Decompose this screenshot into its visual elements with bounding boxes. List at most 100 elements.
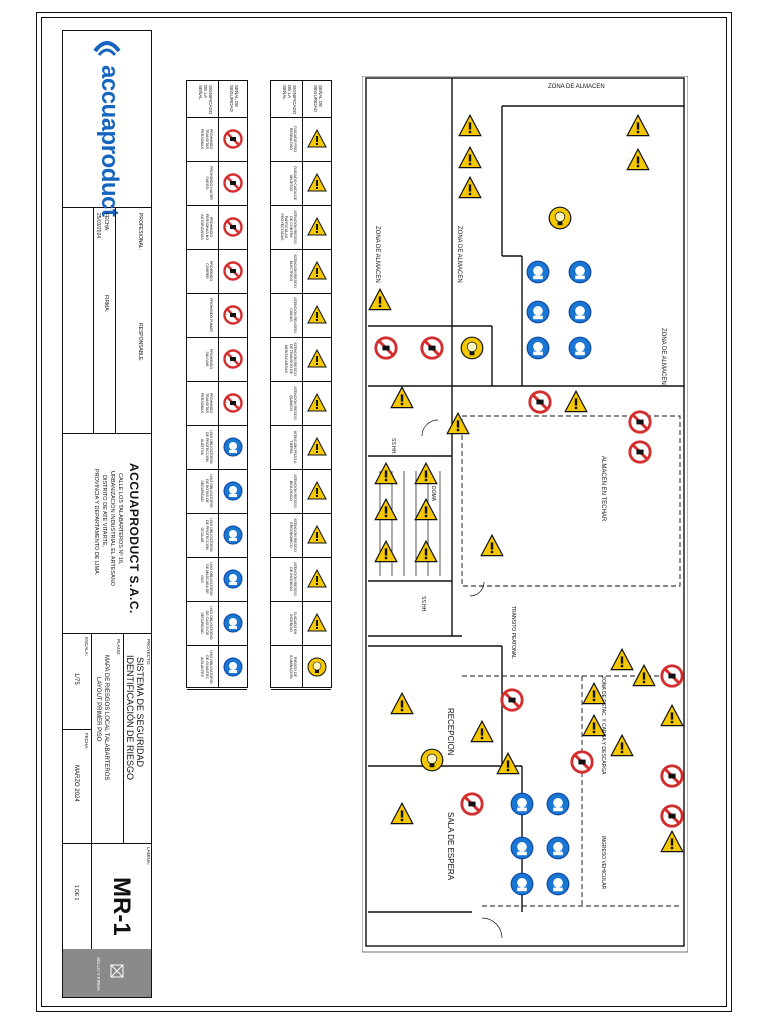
legend-row: ATENCION RIESGO BIOLOGICO: [271, 469, 331, 514]
legend-row-label: PROHIBIDO TRANSITAR PERSONAS: [200, 392, 213, 414]
legend-row: ATENCION RIESGO DE TRANSITO DE MONTACARG…: [271, 337, 331, 382]
warning-sign-icon: [414, 540, 438, 563]
warning-sign-icon: [458, 176, 482, 199]
legend-row: ATENCION RIESGO DE INCENDIO: [271, 557, 331, 602]
legend-row-label: PROHIBIDO CORRER: [204, 260, 213, 282]
mandatory-sign-icon: [510, 872, 534, 896]
warning-sign-icon: [660, 830, 684, 853]
field-responsible: RESPONSABLE:: [137, 323, 143, 362]
legend-row-label: ATENCION RIESGO DE INCENDIO: [288, 562, 297, 596]
legend-row-label: ATENCION RIESGO ELECTRICO: [288, 254, 297, 288]
warning-sign-icon: [307, 304, 327, 325]
legend-row: PROHIBIDO FUMAR: [187, 293, 247, 338]
plan-label-reception: RECEPCION: [446, 708, 455, 756]
legend-row: CUIDADO CAIDA DE OBJETOS: [271, 161, 331, 206]
plan-label-zone-mid: ZONA DE ALMACEN: [456, 226, 462, 283]
prohibition-sign-icon: [223, 393, 243, 413]
legend-header-sign: SEÑAL DE SEGURIDAD: [313, 85, 323, 112]
warning-sign-icon: [414, 462, 438, 485]
company-name: ACCUAPRODUCT S.A.C.: [127, 463, 141, 614]
legend-row-label: USO OBLIGATORIO DE BOTAS DE SEGURIDAD: [200, 474, 213, 508]
legend-header: SEÑAL DE SEGURIDAD SIGNIFICADO DE LA SEÑA…: [187, 81, 247, 118]
plan-label-parking: ZONA DE ESTAC. Y CARGA Y DESCARGA: [600, 676, 606, 775]
date-issue: MARZO 2024: [73, 765, 79, 802]
legend-row-label: ATENCION RIESGO QUIMICO: [288, 386, 297, 420]
warning-sign-icon: [610, 648, 634, 671]
field-date: FECHA:: [103, 213, 109, 232]
title-block: accuaproduct PROFESIONAL: FECHA: 25/03/2…: [62, 30, 152, 998]
prohibition-sign-icon: [660, 804, 684, 828]
info-sign-icon: [420, 748, 444, 772]
warning-sign-icon: [307, 128, 327, 149]
warning-sign-icon: [610, 734, 634, 757]
legend-row: USO OBLIGATORIO DE PROTECCION OCULAR: [187, 513, 247, 558]
legend-row: ATENCION RIESGO ELECTRICO: [271, 249, 331, 294]
warning-sign-icon: [307, 172, 327, 193]
warning-sign-icon: [632, 664, 656, 687]
legend-row-label: USO OBLIGATORIO DE MASCARA DE GAS: [200, 562, 213, 596]
plan-label-sshh-2: SS.HH.: [420, 596, 426, 613]
plan-label-zone-top: ZONA DE ALMACEN: [548, 84, 605, 90]
legend-row: ATENCION POZO A TIERRA: [271, 425, 331, 470]
legend-row: PROHIBIDO PERSONAS NO AUTORIZADAS: [187, 205, 247, 250]
label-date: FECHA:: [84, 733, 89, 750]
legend-row: USO OBLIGATORIO DE PROTECCION AUDITIVA: [187, 425, 247, 470]
legend-header-meaning: SIGNIFICADO DE LA SEÑAL: [198, 85, 213, 115]
legend-header-sign: SEÑAL DE SEGURIDAD: [229, 85, 239, 112]
legend-row: ATENCION RIESGO ERGONOMICO: [271, 513, 331, 558]
legend-row: PROHIBIDO CORRER: [187, 249, 247, 294]
mandatory-sign-icon: [546, 836, 570, 860]
address-line-1: CALLE LOS TALABARTEROS Nº 16,: [117, 473, 123, 565]
plan-label-transit: TRANSITO PEATONAL: [510, 606, 516, 659]
legend-row-label: ATENCION PELIGRO CAIDAS: [288, 297, 297, 333]
legend-row: PROHIBIDO SALIVAR: [187, 337, 247, 382]
warning-sign-icon: [414, 498, 438, 521]
prohibition-sign-icon: [420, 336, 444, 360]
warning-sign-icon: [307, 524, 327, 545]
legend-row-label: RIESGO DE ILUMINACION: [288, 655, 297, 679]
legend-row: USO OBLIGATORIO DE GUANTES AISLANTES: [187, 645, 247, 690]
accuaproduct-logo-icon: [93, 41, 121, 56]
legend-row-label: PROHIBIDO SALIVAR: [204, 348, 213, 370]
legend-row: USO OBLIGATORIO DE CASCO DE SEGURIDAD: [187, 601, 247, 646]
warning-sign-icon: [496, 752, 520, 775]
legend-row: CUIDADO EN INCENDIO: [271, 601, 331, 646]
legend-row-label: USO OBLIGATORIO DE CASCO DE SEGURIDAD: [200, 606, 213, 640]
plan-label-stairs: DOMA: [430, 486, 436, 502]
legend-row-label: USO OBLIGATORIO DE PROTECCION AUDITIVA: [200, 430, 213, 464]
legend-row-label: CUIDADO CAIDA DE OBJETOS: [288, 165, 297, 201]
field-professional: PROFESIONAL:: [137, 213, 143, 250]
legend-row-label: ATENCION POZO A TIERRA: [288, 430, 297, 464]
label-sheet: LAMINA:: [146, 847, 151, 866]
date-value: 25/03/2024: [95, 213, 101, 239]
mandatory-sign-icon: [510, 836, 534, 860]
legend-row: PROHIBIDO HACER FUEGO: [187, 161, 247, 206]
warning-sign-icon: [458, 146, 482, 169]
project-cell: PROYECTO: SISTEMA DE SEGURIDAD IDENTIFIC…: [63, 633, 151, 844]
address-line-4: PROVINCIA Y DEPARTAMENTO DE LIMA.: [93, 469, 99, 576]
prohibition-sign-icon: [223, 173, 243, 193]
logo-cell: accuaproduct: [63, 31, 151, 216]
prohibition-sign-icon: [500, 688, 524, 712]
signature-label: FIRMA:: [103, 295, 109, 312]
prohibition-sign-icon: [628, 410, 652, 434]
warning-sign-icon: [660, 704, 684, 727]
legend-row: PROHIBIDO TRANSITAR PERSONAS: [187, 381, 247, 426]
prohibition-sign-icon: [528, 390, 552, 414]
mandatory-sign-icon: [526, 260, 550, 284]
plan-label-entrance: INGRESO VEHICULAR: [600, 836, 606, 889]
info-sign-icon: [460, 336, 484, 360]
legend-header-meaning: SIGNIFICADO DE LA SEÑAL: [282, 85, 297, 115]
warning-sign-icon: [307, 480, 327, 501]
stamp-icon: [110, 964, 124, 978]
warning-sign-icon: [390, 802, 414, 825]
mandatory-sign-icon: [223, 525, 243, 545]
legend-row: USO OBLIGATORIO DE MASCARA DE GAS: [187, 557, 247, 602]
plan-label-sshh-1: SS.HH.: [390, 438, 396, 455]
warning-sign-icon: [458, 114, 482, 137]
prohibition-sign-icon: [628, 440, 652, 464]
floor-plan: ZONA DE ALMACEN ZONA DE ALMACEN ZONA DE …: [362, 76, 688, 953]
mandatory-sign-icon: [223, 481, 243, 501]
legend-table-prohibition-mandatory: SEÑAL DE SEGURIDAD SIGNIFICADO DE LA SEÑA…: [186, 80, 248, 690]
mandatory-sign-icon: [223, 569, 243, 589]
